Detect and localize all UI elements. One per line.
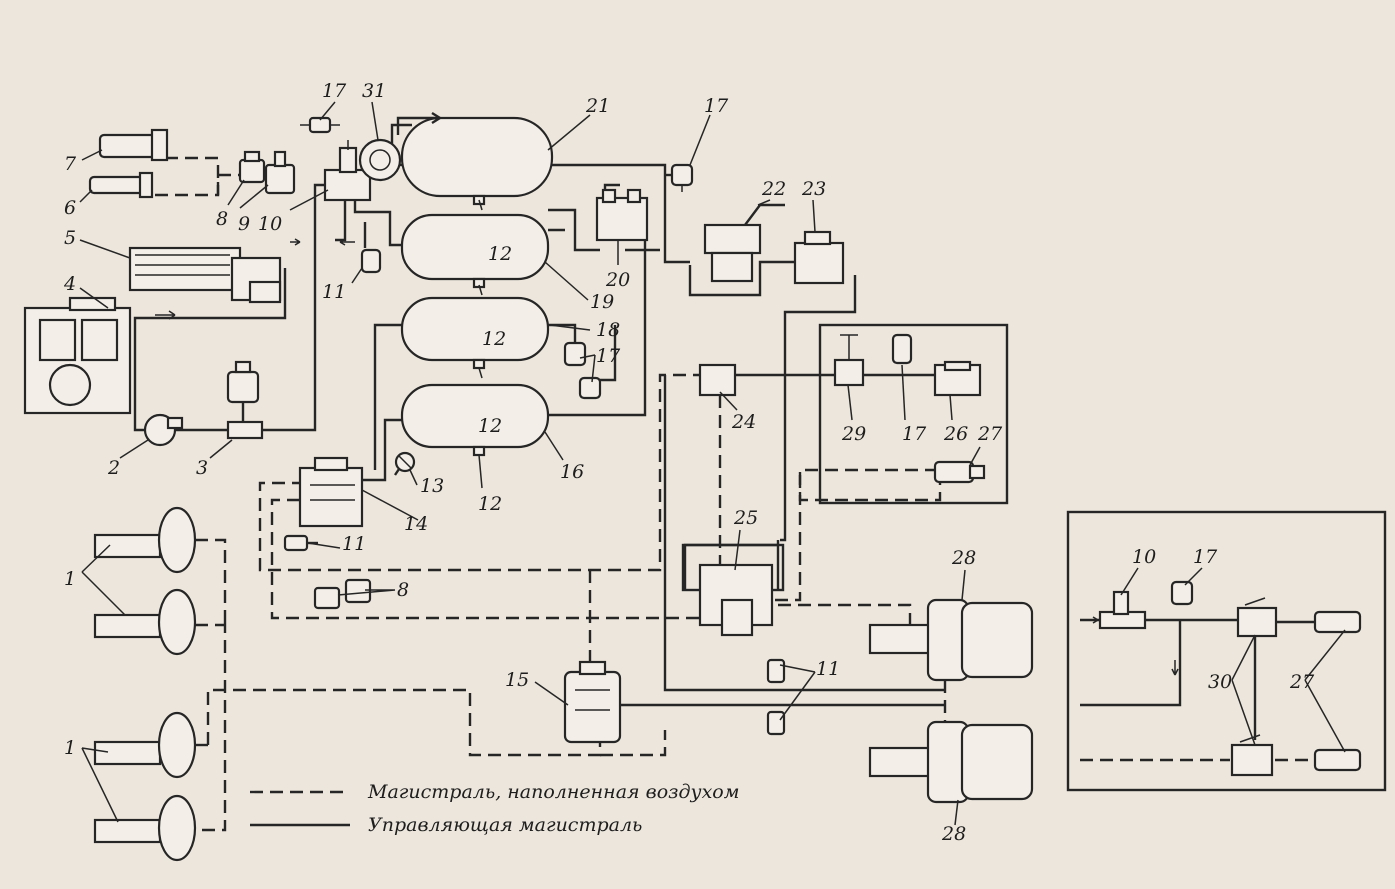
gauge-13 — [394, 451, 416, 473]
legend-solid-label: Управляющая магистраль — [368, 814, 642, 836]
leader-lines — [79, 101, 1346, 826]
valve-2 — [143, 413, 184, 447]
component-labels: 1 1 2 3 4 5 6 7 8 9 10 17 31 11 12 12 12… — [63, 80, 1315, 845]
valve-24 — [698, 363, 737, 397]
sensor-17d — [891, 333, 913, 365]
brake-valve-14 — [298, 456, 364, 528]
element-11b — [283, 534, 309, 552]
label-18: 18 — [596, 319, 620, 341]
cylinder-7 — [98, 128, 169, 162]
label-1a: 1 — [64, 568, 76, 590]
element-11a — [360, 248, 382, 274]
label-12b: 12 — [482, 328, 506, 350]
label-30: 30 — [1208, 671, 1232, 693]
valve-9 — [264, 150, 296, 195]
legend: Магистраль, наполненная воздухом Управля… — [250, 781, 739, 836]
label-10a: 10 — [258, 213, 282, 235]
label-3: 3 — [196, 457, 208, 479]
tank-21 — [400, 116, 554, 198]
sensor-17a — [300, 116, 340, 134]
label-12d: 12 — [478, 493, 502, 515]
coupling-head-27 — [933, 460, 986, 484]
inset-trailer-line-box — [1066, 510, 1387, 792]
regulator-10 — [323, 140, 372, 202]
label-24: 24 — [731, 411, 756, 433]
label-13: 13 — [420, 475, 444, 497]
label-12c: 12 — [478, 415, 502, 437]
label-11a: 11 — [322, 281, 346, 303]
label-6: 6 — [64, 197, 76, 219]
label-17c: 17 — [596, 345, 621, 367]
enclosures — [681, 323, 1387, 792]
label-15: 15 — [505, 669, 529, 691]
label-9: 9 — [238, 213, 250, 235]
air-tanks — [400, 116, 554, 457]
label-25: 25 — [733, 507, 758, 529]
sensor-17b — [670, 163, 694, 192]
label-16: 16 — [560, 461, 584, 483]
label-26: 26 — [943, 423, 968, 445]
label-20: 20 — [605, 269, 630, 291]
label-17a: 17 — [322, 80, 347, 102]
protective-valve-20 — [595, 188, 649, 242]
legend-dashed-label: Магистраль, наполненная воздухом — [367, 781, 739, 803]
accelerating-valve-23 — [793, 230, 845, 285]
label-11c: 11 — [816, 658, 840, 680]
tank-19 — [400, 213, 550, 281]
label-19: 19 — [590, 291, 614, 313]
inset-couplings-27 — [1313, 610, 1362, 772]
trailer-valve-box — [818, 323, 1009, 505]
label-17b: 17 — [704, 95, 729, 117]
label-23: 23 — [801, 178, 826, 200]
valve-15 — [563, 660, 622, 744]
inset-regulator-10 — [1098, 590, 1147, 630]
antifreeze-31 — [358, 111, 441, 182]
label-11b: 11 — [342, 533, 366, 555]
sensor-17c — [578, 376, 602, 400]
label-31: 31 — [362, 80, 386, 102]
label-22: 22 — [761, 178, 786, 200]
compressor-4 — [23, 296, 132, 415]
label-10b: 10 — [1132, 546, 1156, 568]
label-27b: 27 — [1289, 671, 1315, 693]
brake-chambers-1 — [93, 506, 197, 862]
label-21: 21 — [585, 95, 610, 117]
inset-valves-30 — [1230, 597, 1278, 777]
label-8a: 8 — [216, 208, 228, 230]
label-28b: 28 — [941, 823, 966, 845]
components — [23, 111, 1362, 862]
label-8b: 8 — [397, 579, 409, 601]
spring-brake-28b — [868, 720, 1034, 804]
label-12a: 12 — [488, 243, 512, 265]
unit-5 — [128, 246, 282, 304]
label-28a: 28 — [951, 547, 976, 569]
coupling-head-26 — [933, 360, 982, 397]
cock-18 — [563, 341, 587, 367]
separator-3 — [226, 360, 264, 440]
label-5: 5 — [64, 227, 76, 249]
tank-18 — [400, 296, 550, 362]
cylinder-6 — [88, 171, 154, 199]
tank-16 — [400, 383, 550, 449]
label-17e: 17 — [1193, 546, 1218, 568]
valve-29 — [833, 334, 865, 387]
sensor-17e — [1170, 580, 1194, 606]
valve-8 — [238, 150, 266, 184]
label-7: 7 — [64, 153, 77, 175]
label-17d: 17 — [902, 423, 927, 445]
element-11c — [766, 658, 786, 736]
parking-valve-22 — [703, 203, 785, 283]
label-29: 29 — [841, 423, 866, 445]
label-1b: 1 — [64, 737, 76, 759]
label-4: 4 — [63, 273, 76, 295]
valve-8b — [313, 578, 372, 610]
spring-brake-28a — [868, 598, 1034, 682]
label-2: 2 — [107, 457, 120, 479]
valve-25 — [698, 563, 774, 637]
label-27a: 27 — [977, 423, 1003, 445]
label-14: 14 — [404, 513, 428, 535]
dashed-lines — [150, 156, 1315, 832]
